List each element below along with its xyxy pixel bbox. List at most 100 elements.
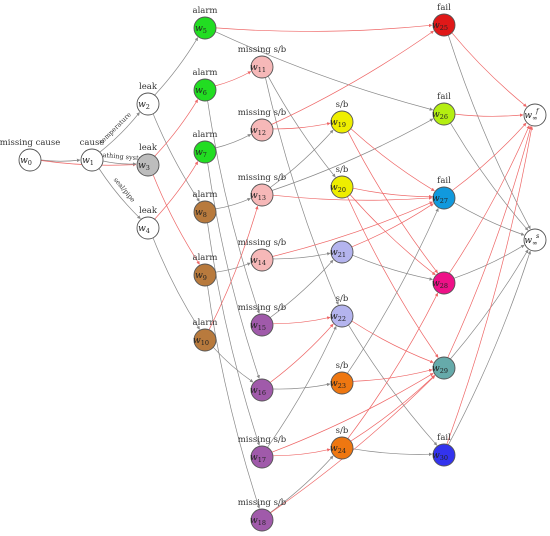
- node-circle-wf: [523, 103, 547, 127]
- node-label-w9: alarm: [193, 253, 218, 263]
- node-w9: w9 alarm: [193, 253, 218, 287]
- node-circle-w21: [330, 240, 354, 264]
- edge-w20-w28: [349, 194, 436, 276]
- node-label-w0: missing cause: [0, 138, 60, 148]
- edge-w26-ws: [450, 122, 529, 231]
- node-w14: w14 missing s/b: [238, 238, 287, 272]
- edge-w16-w23: [272, 382, 331, 390]
- node-label-w11: missing s/b: [238, 45, 287, 55]
- edge-w17-w22: [267, 326, 337, 448]
- node-name-w3: w3: [138, 161, 150, 172]
- node-wf: w∞f: [523, 103, 547, 127]
- node-label-w26: fail: [437, 92, 451, 102]
- edge-w6-w11: [215, 71, 252, 87]
- node-w21: w21: [330, 240, 354, 264]
- edge-w24-w30: [352, 448, 433, 457]
- node-name-w12: w12: [250, 126, 266, 137]
- node-circle-w17: [250, 445, 274, 469]
- node-name-w5: w5: [195, 24, 207, 35]
- edge-w30-ws: [447, 250, 532, 446]
- edge-w15-w22: [272, 316, 331, 325]
- edge-w7-w12: [215, 133, 252, 149]
- node-label-w14: missing s/b: [238, 238, 287, 248]
- node-label-w17: missing s/b: [238, 435, 287, 445]
- edge-w13-w27: [272, 194, 433, 201]
- node-label-w23: s/b: [336, 361, 349, 371]
- edge-w12-w19: [272, 122, 331, 130]
- node-name-w26: w26: [432, 110, 448, 121]
- edge-w30-wf: [446, 126, 534, 445]
- node-w28: w28: [432, 271, 456, 295]
- edge-w18-w24: [269, 455, 334, 513]
- node-circle-w16: [250, 378, 274, 402]
- node-name-w11: w11: [250, 63, 266, 74]
- edge-w5-w26: [215, 31, 434, 111]
- node-name-w1: w1: [82, 156, 94, 167]
- node-name-w8: w8: [195, 208, 207, 219]
- node-w26: w26 fail: [432, 92, 456, 126]
- edge-w19-w27: [350, 128, 435, 192]
- node-label-w15: missing s/b: [238, 303, 287, 313]
- edge-w27-ws: [453, 202, 525, 236]
- edge-w8-w13: [215, 198, 251, 210]
- edge-w10-w13: [208, 205, 259, 330]
- node-name-w17: w17: [250, 453, 266, 464]
- node-circle-w10: [193, 328, 217, 352]
- node-circle-w13: [250, 183, 274, 207]
- edge-w27-wf: [451, 122, 527, 191]
- node-circle-w27: [432, 186, 456, 210]
- node-ws: w∞s: [523, 228, 547, 252]
- node-label-w18: missing s/b: [238, 498, 287, 508]
- edge-w4-w7: [154, 161, 199, 220]
- node-circle-w0: [18, 148, 42, 172]
- node-circle-w22: [330, 304, 354, 328]
- node-name-w13: w13: [250, 191, 266, 202]
- edge-w25-ws: [447, 34, 531, 230]
- edge-w3-w9: [152, 174, 200, 265]
- node-circle-w26: [432, 102, 456, 126]
- edge-w5-w25: [215, 23, 433, 32]
- node-label-w2: leak: [139, 82, 158, 92]
- node-name-w9: w9: [195, 271, 207, 282]
- edge-w17-w24: [272, 448, 331, 457]
- node-name-w29: w29: [432, 364, 448, 375]
- edge-w13-w19: [269, 129, 334, 188]
- node-label-w13: missing s/b: [238, 173, 287, 183]
- edge-w22-w30: [348, 324, 438, 446]
- node-label-w30: fail: [437, 433, 451, 443]
- node-name-w14: w14: [250, 256, 266, 267]
- edge-w0-w1: [40, 158, 81, 163]
- node-name-w27: w27: [432, 194, 448, 205]
- edge-w9-w14: [215, 262, 251, 273]
- node-circle-w15: [250, 313, 274, 337]
- node-circle-w28: [432, 271, 456, 295]
- node-label-w8: alarm: [193, 190, 218, 200]
- edge-w3-w6: [154, 99, 198, 157]
- node-circle-w24: [330, 436, 354, 460]
- node-circle-w4: [136, 216, 160, 240]
- node-label-w22: s/b: [336, 294, 349, 304]
- edge-w29-ws: [450, 249, 529, 360]
- node-w13: w13 missing s/b: [238, 173, 287, 207]
- edges-layer: [40, 23, 534, 514]
- edge-w19-w28: [347, 131, 438, 274]
- node-circle-w12: [250, 118, 274, 142]
- node-label-w27: fail: [437, 176, 451, 186]
- node-label-w10: alarm: [193, 318, 218, 328]
- edge-w6-w15: [207, 100, 260, 314]
- node-name-w6: w6: [195, 86, 207, 97]
- edge-w11-w22: [265, 77, 339, 306]
- node-circle-w2: [136, 92, 160, 116]
- node-circle-w8: [193, 200, 217, 224]
- edge-w4-w10: [152, 237, 200, 330]
- edge-w25-wf: [451, 32, 527, 107]
- node-circle-w9: [193, 263, 217, 287]
